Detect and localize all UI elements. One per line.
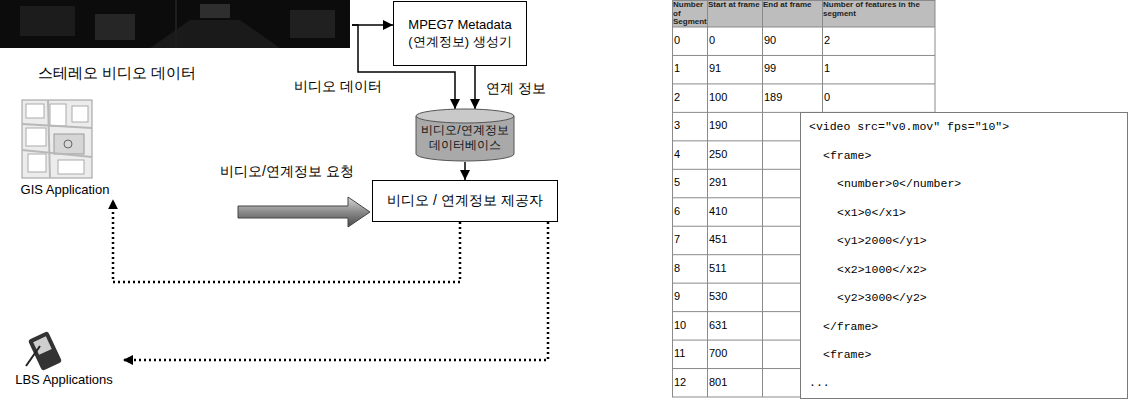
map-marker bbox=[64, 140, 72, 148]
map-ground bbox=[22, 100, 92, 178]
table-cell: 8 bbox=[674, 262, 680, 274]
table-cell: 250 bbox=[709, 148, 727, 160]
video-shape bbox=[175, 0, 177, 48]
map-road bbox=[48, 100, 50, 178]
pda-device-icon bbox=[26, 331, 62, 371]
table-header-band bbox=[672, 0, 935, 27]
table-cell: 91 bbox=[709, 62, 721, 74]
table-header: Number of features in the segment bbox=[823, 1, 934, 18]
code-box: <video src="v0.mov" fps="10"><frame><num… bbox=[800, 112, 1128, 399]
node-label: MPEG7 Metadata (연계정보) 생성기 bbox=[400, 17, 520, 50]
connector-arrow bbox=[464, 162, 466, 180]
pda-stylus bbox=[26, 346, 40, 366]
table-cell: 4 bbox=[674, 148, 680, 160]
map-block bbox=[50, 104, 66, 126]
code-line: <frame> bbox=[801, 142, 1127, 170]
video-shape bbox=[290, 10, 335, 38]
table-header: Number of Segment bbox=[673, 1, 706, 27]
table-cell: 99 bbox=[764, 62, 776, 74]
table-cell: 12 bbox=[674, 376, 686, 388]
request-label: 비디오/연계정보 요청 bbox=[220, 163, 354, 181]
table-cell: 100 bbox=[709, 91, 727, 103]
table-rule bbox=[672, 27, 935, 28]
table-cell: 2 bbox=[824, 34, 830, 46]
database-cylinder: 비디오/연계정보 데이터베이스 bbox=[415, 108, 515, 162]
table-cell: 291 bbox=[709, 176, 727, 188]
request-arrow bbox=[238, 197, 370, 227]
node-label: LBS Applications bbox=[6, 372, 122, 388]
table-cell: 190 bbox=[709, 119, 727, 131]
table-rule bbox=[672, 83, 935, 84]
map-road bbox=[22, 124, 92, 128]
code-line: <x1>0</x1> bbox=[801, 199, 1127, 227]
table-cell: 530 bbox=[709, 290, 727, 302]
node-label: 비디오/연계정보 데이터베이스 bbox=[419, 123, 511, 153]
table-cell: 3 bbox=[674, 119, 680, 131]
map-block bbox=[26, 128, 46, 146]
code-line: <frame> bbox=[801, 341, 1127, 369]
dotted-connector bbox=[123, 222, 548, 360]
table-cell: 90 bbox=[764, 34, 776, 46]
table-header: End at frame bbox=[763, 1, 821, 10]
video-shape bbox=[200, 4, 230, 18]
edge-label: 비디오 데이터 bbox=[292, 78, 384, 96]
application-node: LBS Applications bbox=[6, 328, 122, 388]
table-header: Start at frame bbox=[708, 1, 761, 10]
map-block bbox=[26, 104, 44, 118]
table-cell: 6 bbox=[674, 205, 680, 217]
code-line: <number>0</number> bbox=[801, 170, 1127, 198]
table-cell: 9 bbox=[674, 290, 680, 302]
table-cell: 1 bbox=[674, 62, 680, 74]
table-cell: 801 bbox=[709, 376, 727, 388]
map-road bbox=[22, 150, 92, 157]
map-block bbox=[54, 134, 84, 154]
table-cell: 631 bbox=[709, 319, 727, 331]
table-cell: 700 bbox=[709, 347, 727, 359]
video-shape bbox=[20, 6, 75, 36]
table-cell: 511 bbox=[709, 262, 727, 274]
video-source: 스테레오 비디오 데이터 bbox=[0, 0, 352, 83]
connector-arrow bbox=[474, 66, 476, 109]
table-cell: 0 bbox=[674, 34, 680, 46]
process-box: MPEG7 Metadata (연계정보) 생성기 bbox=[393, 1, 527, 66]
node-label: GIS Application bbox=[10, 182, 120, 198]
table-cell: 451 bbox=[709, 233, 727, 245]
pda-body bbox=[28, 331, 62, 371]
table-cell: 2 bbox=[674, 91, 680, 103]
table-cell: 1 bbox=[824, 62, 830, 74]
node-label: 비디오 / 연계정보 제공자 bbox=[387, 192, 543, 210]
gis-map-icon bbox=[22, 100, 92, 178]
cylinder-top bbox=[416, 109, 514, 123]
map-block bbox=[58, 160, 84, 174]
code-line: <video src="v0.mov" fps="10"> bbox=[801, 113, 1127, 141]
map-block bbox=[72, 106, 88, 122]
table-cell: 189 bbox=[764, 91, 782, 103]
table-cell: 7 bbox=[674, 233, 680, 245]
video-shape bbox=[150, 20, 280, 48]
code-line: ... bbox=[801, 369, 1127, 397]
stereo-video-image bbox=[0, 0, 350, 48]
table-rule bbox=[762, 0, 763, 397]
code-line: <y1>2000</y1> bbox=[801, 227, 1127, 255]
table-cell: 0 bbox=[709, 34, 715, 46]
code-line: <y2>3000</y2> bbox=[801, 284, 1127, 312]
table-cell: 11 bbox=[674, 347, 685, 359]
table-rule bbox=[707, 0, 708, 397]
edge-label: 연계 정보 bbox=[484, 80, 548, 98]
process-box: 비디오 / 연계정보 제공자 bbox=[372, 180, 558, 222]
table-cell: 410 bbox=[709, 205, 727, 217]
application-node: GIS Application bbox=[10, 98, 120, 198]
code-line: <x2>1000</x2> bbox=[801, 256, 1127, 284]
map-block bbox=[28, 154, 46, 172]
table-rule bbox=[672, 55, 935, 56]
video-shape bbox=[95, 14, 135, 40]
table-cell: 0 bbox=[824, 91, 830, 103]
code-line: </frame> bbox=[801, 313, 1127, 341]
video-frame bbox=[0, 0, 350, 48]
table-cell: 10 bbox=[674, 319, 686, 331]
table-cell: 5 bbox=[674, 176, 680, 188]
